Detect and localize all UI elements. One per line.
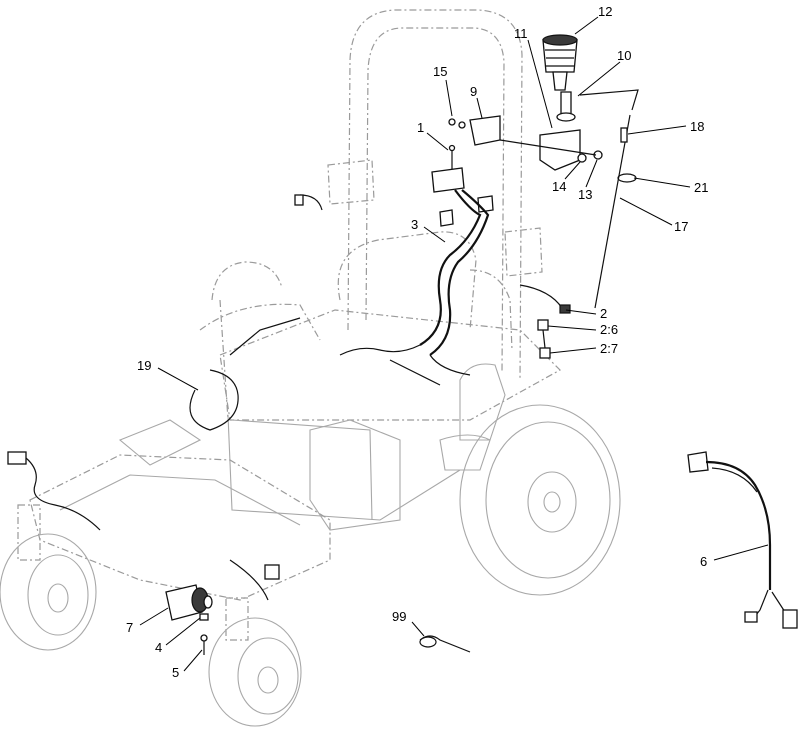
beacon-bracket [539, 129, 581, 171]
callout-18: 18 [690, 119, 704, 134]
motor-part [165, 584, 213, 621]
callout-10: 10 [617, 48, 631, 63]
callout-17: 17 [674, 219, 688, 234]
callout-14: 14 [552, 179, 566, 194]
separate-harness [687, 451, 798, 629]
antenna-wire [579, 89, 639, 309]
front-wiring [7, 451, 280, 601]
callout-1: 1 [417, 120, 424, 135]
motor-hardware [199, 613, 209, 655]
callout-12: 12 [598, 4, 612, 19]
callout-3: 3 [411, 217, 418, 232]
mower-frame-ghost [17, 9, 561, 641]
front-left-caster-wheel [0, 533, 97, 651]
callout-5: 5 [172, 665, 179, 680]
callout-2-6: 2:6 [600, 322, 618, 337]
mount-bracket [469, 115, 501, 146]
callout-4: 4 [155, 640, 162, 655]
rear-drive-wheel [459, 404, 621, 596]
engine-area [309, 363, 506, 531]
callout-6: 6 [700, 554, 707, 569]
leader-lines [139, 16, 769, 672]
hardware-nut [448, 118, 466, 129]
beacon-mount-pole [556, 91, 576, 122]
beacon-light-part [542, 34, 578, 91]
front-right-caster-wheel [208, 617, 302, 727]
callout-7: 7 [126, 620, 133, 635]
callout-13: 13 [578, 187, 592, 202]
callout-9: 9 [470, 84, 477, 99]
callout-11: 11 [514, 26, 528, 41]
wire-harness [339, 167, 494, 386]
callout-2: 2 [600, 306, 607, 321]
callout-99: 99 [392, 609, 406, 624]
hardware-washer-nut [499, 139, 603, 163]
callout-15: 15 [433, 64, 447, 79]
cable-tie [419, 635, 471, 653]
screw-part [448, 144, 456, 170]
sub-harness [519, 284, 571, 359]
callout-19: 19 [137, 358, 151, 373]
left-harness [189, 194, 323, 431]
callout-2-7: 2:7 [600, 341, 618, 356]
callout-21: 21 [694, 180, 708, 195]
callout-labels: 12 11 10 15 9 1 18 14 13 21 3 17 2 2:6 2… [126, 4, 708, 680]
